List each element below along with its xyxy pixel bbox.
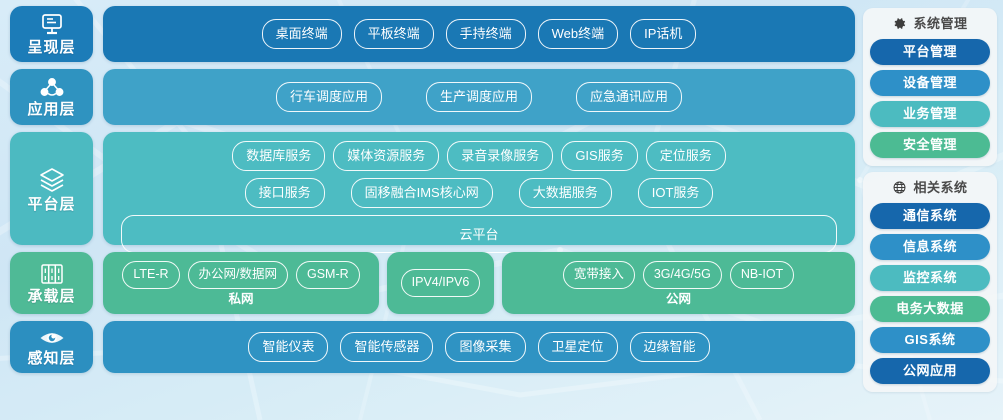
network-panel-ip: IPV4/IPV6 xyxy=(387,252,494,314)
layer-badge-platform[interactable]: 平台层 xyxy=(10,132,93,245)
panel-title-related-systems: 相关系统 xyxy=(913,180,968,195)
side-button-security-management[interactable]: 安全管理 xyxy=(870,132,990,158)
chip-office-data-network[interactable]: 办公网/数据网 xyxy=(187,261,288,289)
chip-row-application: 行车调度应用 生产调度应用 应急通讯应用 xyxy=(103,82,855,112)
chip-train-dispatch-app[interactable]: 行车调度应用 xyxy=(275,82,382,112)
chip-web-terminal[interactable]: Web终端 xyxy=(537,19,619,49)
chip-row-private-network: LTE-R 办公网/数据网 GSM-R xyxy=(122,261,360,289)
chip-row-platform-services-1: 数据库服务 媒体资源服务 录音录像服务 GIS服务 定位服务 xyxy=(117,141,841,171)
layer-body-sensing: 智能仪表 智能传感器 图像采集 卫星定位 边缘智能 xyxy=(103,321,855,373)
monitor-icon xyxy=(39,13,65,37)
server-rack-icon xyxy=(38,262,66,286)
chip-iot-service[interactable]: IOT服务 xyxy=(637,178,714,208)
chip-row-sensing: 智能仪表 智能传感器 图像采集 卫星定位 边缘智能 xyxy=(103,332,855,362)
side-button-electrical-bigdata[interactable]: 电务大数据 xyxy=(870,296,990,322)
layer-body-presentation: 桌面终端 平板终端 手持终端 Web终端 IP话机 xyxy=(103,6,855,62)
chip-ims-core-network[interactable]: 固移融合IMS核心网 xyxy=(350,178,493,208)
chip-satellite-positioning[interactable]: 卫星定位 xyxy=(537,332,618,362)
chip-row-ip-network: IPV4/IPV6 xyxy=(400,269,481,297)
layer-badge-sensing[interactable]: 感知层 xyxy=(10,321,93,373)
side-button-information-system[interactable]: 信息系统 xyxy=(870,234,990,260)
side-button-public-network-app[interactable]: 公网应用 xyxy=(870,358,990,384)
chip-row-public-network: 宽带接入 3G/4G/5G NB-IOT xyxy=(562,261,795,289)
layer-row-presentation: 呈现层 桌面终端 平板终端 手持终端 Web终端 IP话机 xyxy=(10,6,855,62)
chip-desktop-terminal[interactable]: 桌面终端 xyxy=(261,19,342,49)
chip-row-platform-cloud: 云平台 xyxy=(117,215,841,253)
chip-production-dispatch-app[interactable]: 生产调度应用 xyxy=(425,82,532,112)
chip-3g-4g-5g[interactable]: 3G/4G/5G xyxy=(642,261,722,289)
chip-edge-intelligence[interactable]: 边缘智能 xyxy=(629,332,710,362)
chip-cloud-platform[interactable]: 云平台 xyxy=(121,215,837,253)
chip-broadband-access[interactable]: 宽带接入 xyxy=(562,261,635,289)
chip-handheld-terminal[interactable]: 手持终端 xyxy=(445,19,526,49)
layer-label-application: 应用层 xyxy=(27,101,76,118)
chip-lte-r[interactable]: LTE-R xyxy=(122,261,180,289)
layer-row-application: 应用层 行车调度应用 生产调度应用 应急通讯应用 xyxy=(10,69,855,125)
layer-badge-bearer[interactable]: 承载层 xyxy=(10,252,93,314)
layer-label-sensing: 感知层 xyxy=(27,350,76,367)
chip-bigdata-service[interactable]: 大数据服务 xyxy=(518,178,612,208)
side-button-platform-management[interactable]: 平台管理 xyxy=(870,39,990,65)
panel-related-systems: 相关系统 通信系统 信息系统 监控系统 电务大数据 GIS系统 公网应用 xyxy=(863,172,997,392)
network-panel-private: LTE-R 办公网/数据网 GSM-R 私网 xyxy=(103,252,379,314)
side-button-device-management[interactable]: 设备管理 xyxy=(870,70,990,96)
chip-nb-iot[interactable]: NB-IOT xyxy=(729,261,795,289)
gear-icon xyxy=(892,16,907,31)
chip-row-platform-services-2: 接口服务 固移融合IMS核心网 大数据服务 IOT服务 xyxy=(117,178,841,208)
layer-row-sensing: 感知层 智能仪表 智能传感器 图像采集 卫星定位 边缘智能 xyxy=(10,321,855,373)
globe-icon xyxy=(892,180,907,195)
layer-label-presentation: 呈现层 xyxy=(27,39,76,56)
network-nodes-icon xyxy=(39,77,65,99)
chip-image-capture[interactable]: 图像采集 xyxy=(445,332,526,362)
chip-media-resource-service[interactable]: 媒体资源服务 xyxy=(333,141,440,171)
chip-gsm-r[interactable]: GSM-R xyxy=(296,261,360,289)
chip-ip-phone[interactable]: IP话机 xyxy=(630,19,697,49)
layer-badge-presentation[interactable]: 呈现层 xyxy=(10,6,93,62)
side-button-business-management[interactable]: 业务管理 xyxy=(870,101,990,127)
chip-emergency-comm-app[interactable]: 应急通讯应用 xyxy=(576,82,683,112)
layer-body-platform: 数据库服务 媒体资源服务 录音录像服务 GIS服务 定位服务 接口服务 固移融合… xyxy=(103,132,855,253)
layer-body-application: 行车调度应用 生产调度应用 应急通讯应用 xyxy=(103,69,855,125)
layer-row-bearer: 承载层 LTE-R 办公网/数据网 GSM-R 私网 IPV4/IPV6 xyxy=(10,252,855,314)
layers-icon xyxy=(37,166,67,194)
chip-row-presentation: 桌面终端 平板终端 手持终端 Web终端 IP话机 xyxy=(103,19,855,49)
side-button-communication-system[interactable]: 通信系统 xyxy=(870,203,990,229)
panel-header-related-systems: 相关系统 xyxy=(870,178,990,198)
chip-recording-service[interactable]: 录音录像服务 xyxy=(447,141,554,171)
layer-label-bearer: 承载层 xyxy=(27,288,76,305)
chip-smart-sensor[interactable]: 智能传感器 xyxy=(340,332,434,362)
network-panel-public: 宽带接入 3G/4G/5G NB-IOT 公网 xyxy=(502,252,855,314)
chip-interface-service[interactable]: 接口服务 xyxy=(244,178,325,208)
layer-body-bearer: LTE-R 办公网/数据网 GSM-R 私网 IPV4/IPV6 宽带接入 3G… xyxy=(103,252,855,314)
chip-tablet-terminal[interactable]: 平板终端 xyxy=(353,19,434,49)
layer-stack: 呈现层 桌面终端 平板终端 手持终端 Web终端 IP话机 xyxy=(10,6,855,416)
chip-smart-meter[interactable]: 智能仪表 xyxy=(248,332,329,362)
eye-icon xyxy=(38,328,66,348)
panel-header-system-management: 系统管理 xyxy=(870,14,990,34)
network-label-public: 公网 xyxy=(665,291,691,306)
side-panels: 系统管理 平台管理 设备管理 业务管理 安全管理 相关系统 xyxy=(863,6,997,416)
side-button-gis-system[interactable]: GIS系统 xyxy=(870,327,990,353)
network-label-private: 私网 xyxy=(228,291,254,306)
panel-title-system-management: 系统管理 xyxy=(913,16,968,31)
panel-system-management: 系统管理 平台管理 设备管理 业务管理 安全管理 xyxy=(863,8,997,166)
layer-badge-application[interactable]: 应用层 xyxy=(10,69,93,125)
chip-ipv4-ipv6[interactable]: IPV4/IPV6 xyxy=(400,269,481,297)
chip-positioning-service[interactable]: 定位服务 xyxy=(645,141,726,171)
layer-label-platform: 平台层 xyxy=(27,195,76,213)
layer-row-platform: 平台层 数据库服务 媒体资源服务 录音录像服务 GIS服务 定位服务 接口服务 … xyxy=(10,132,855,253)
chip-gis-service[interactable]: GIS服务 xyxy=(561,141,638,171)
chip-database-service[interactable]: 数据库服务 xyxy=(232,141,326,171)
side-button-monitoring-system[interactable]: 监控系统 xyxy=(870,265,990,291)
